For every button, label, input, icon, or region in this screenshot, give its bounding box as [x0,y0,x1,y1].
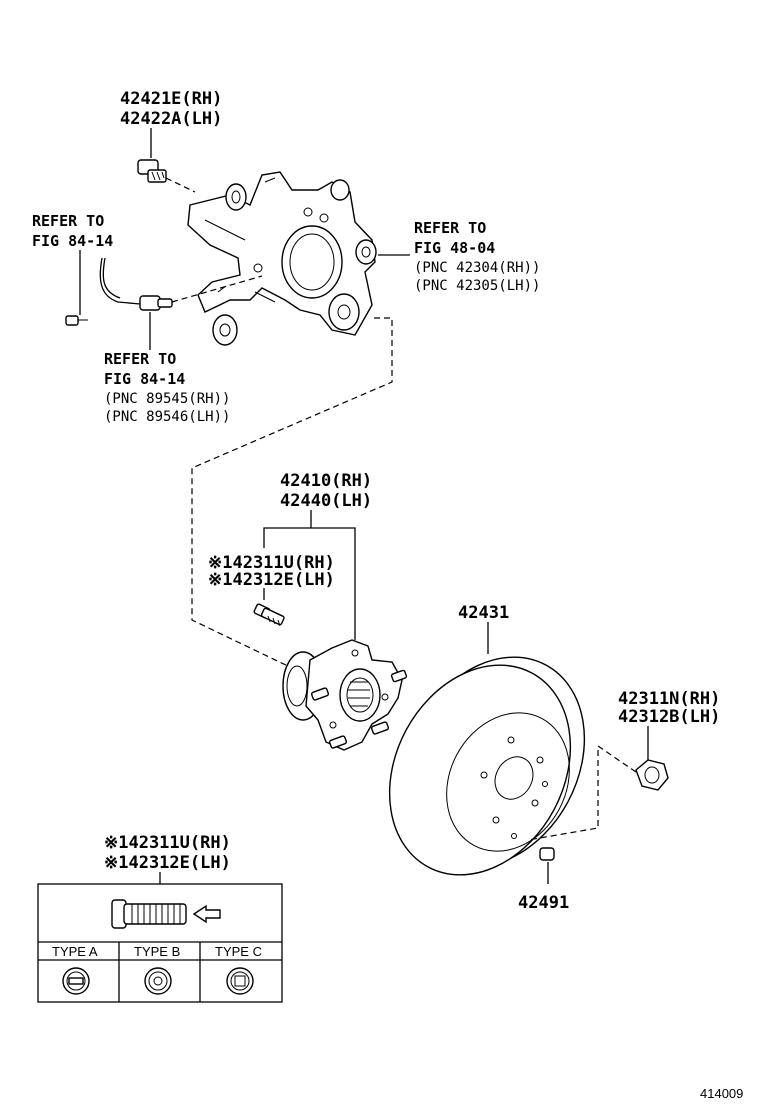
label-bolt-lh: 42422A(LH) [120,109,222,129]
pnc-label-42305: (PNC 42305(LH)) [414,278,540,294]
label-nut-rh: 42311N(RH) [618,689,720,709]
refer-label-2: REFER TO [104,350,176,368]
label-hub-rh: 42410(RH) [280,471,372,491]
stud-type-table: TYPE A TYPE B TYPE C [37,883,283,1003]
steering-knuckle [187,171,377,346]
label-bolt-rh: 42421E(RH) [120,89,222,109]
fig-label-84-14-b: FIG 84-14 [104,370,185,388]
knuckle-bolt [137,159,167,183]
arrow-icon [192,904,221,924]
type-c-icon [226,967,254,995]
label-stud-lh: ※142312E(LH) [208,570,335,590]
axle-hub [282,639,408,751]
label-disc: 42431 [458,603,509,623]
pnc-label-42304: (PNC 42304(RH)) [414,260,540,276]
pnc-label-89546: (PNC 89546(LH)) [104,409,230,425]
brake-disc [388,656,586,876]
type-b-icon [144,967,172,995]
fig-label-84-14-a: FIG 84-14 [32,232,113,250]
speed-sensor [99,257,173,311]
figure-number: 414009 [700,1086,743,1101]
sensor-bolt [65,315,88,326]
type-b-label: TYPE B [134,944,180,959]
label-typebox-rh: ※142311U(RH) [104,833,231,853]
type-a-icon [62,967,90,995]
label-nut-lh: 42312B(LH) [618,707,720,727]
type-c-label: TYPE C [215,944,262,959]
label-hub-lh: 42440(LH) [280,491,372,511]
hub-bolt [253,603,285,627]
hub-nut [635,759,669,791]
label-stud-rh: ※142311U(RH) [208,553,335,573]
type-a-label: TYPE A [52,944,98,959]
stud-illustration [111,899,221,929]
refer-label-1: REFER TO [32,212,104,230]
refer-label-3: REFER TO [414,219,486,237]
hub-studs [310,669,408,749]
label-typebox-lh: ※142312E(LH) [104,853,231,873]
label-plug: 42491 [518,893,569,913]
disc-plug [539,847,555,861]
pnc-label-89545: (PNC 89545(RH)) [104,391,230,407]
fig-label-48-04: FIG 48-04 [414,239,495,257]
